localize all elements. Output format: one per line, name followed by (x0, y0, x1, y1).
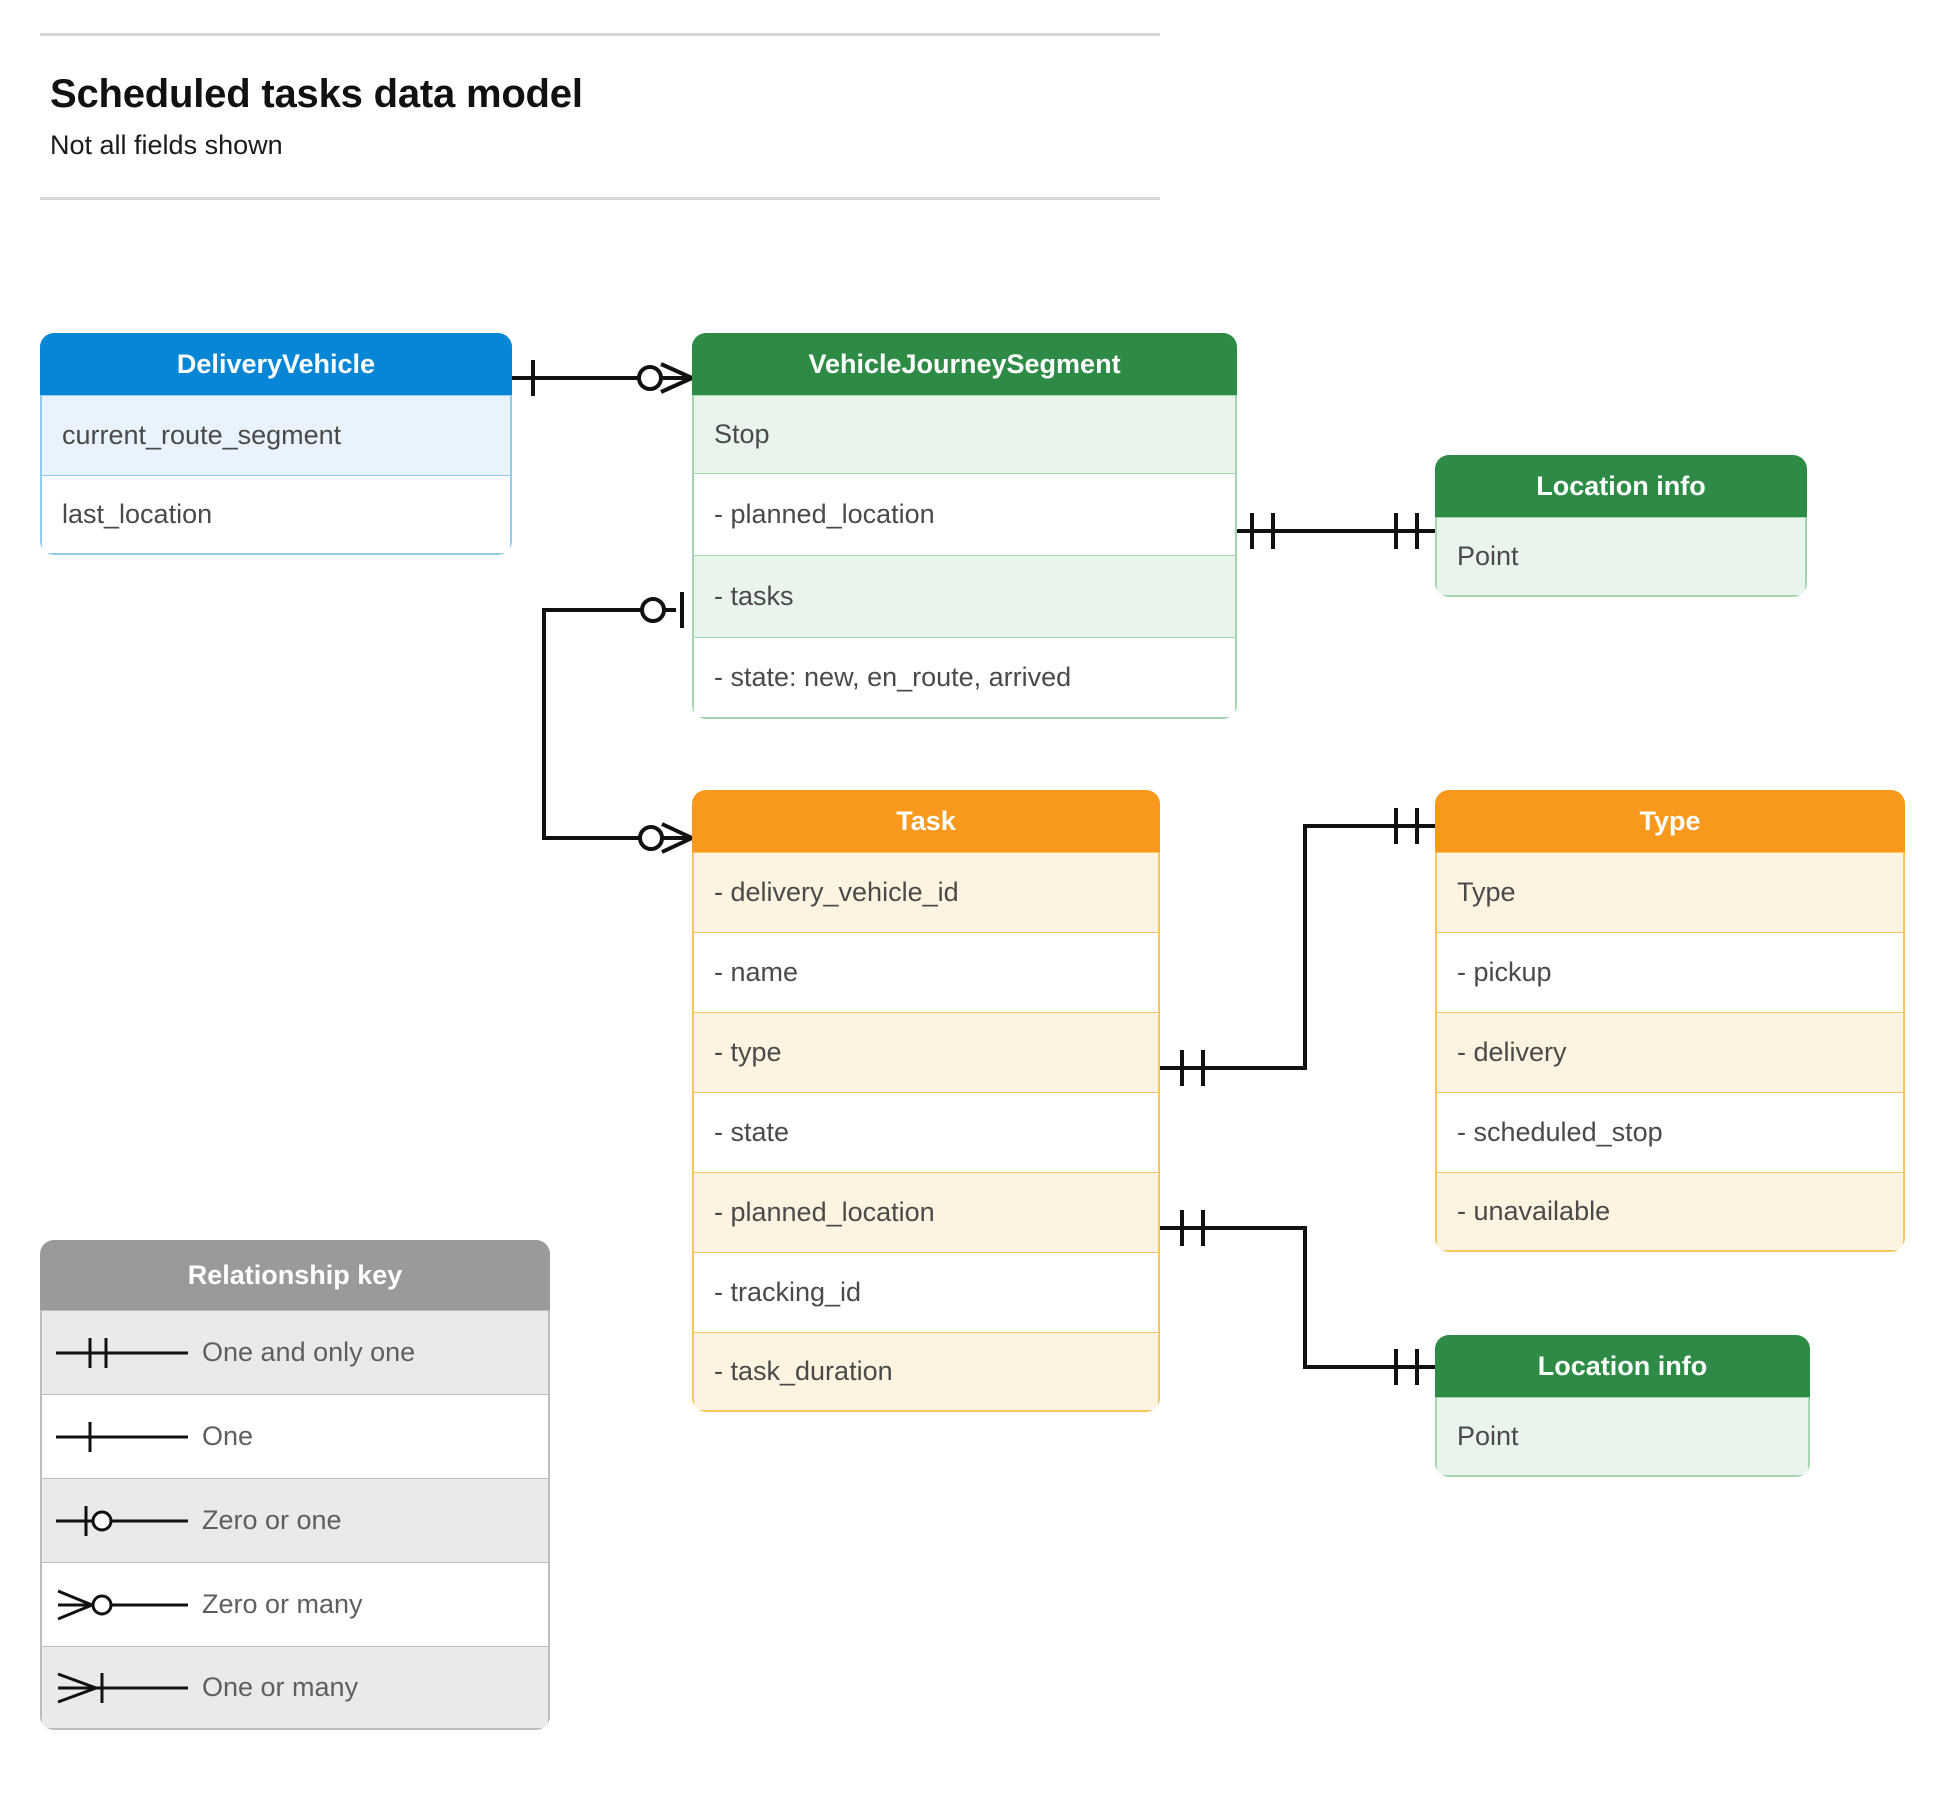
entity-type-row-4: - unavailable (1435, 1172, 1905, 1252)
crow-zero-circle-tasks (640, 597, 666, 623)
entity-location-info-bottom-title: Location info (1435, 1335, 1810, 1397)
entity-task-row-0: - delivery_vehicle_id (692, 852, 1160, 932)
legend-relationship-key[interactable]: Relationship key One and only one (40, 1240, 550, 1730)
entity-location-info-top[interactable]: Location info Point (1435, 455, 1807, 597)
entity-task-row-2: - type (692, 1012, 1160, 1092)
entity-type-row-1: - pickup (1435, 932, 1905, 1012)
legend-title: Relationship key (40, 1240, 550, 1310)
legend-item-one-or-many: One or many (40, 1646, 550, 1730)
zero-or-one-icon (42, 1501, 202, 1541)
entity-type-title: Type (1435, 790, 1905, 852)
legend-item-zero-or-one: Zero or one (40, 1478, 550, 1562)
crow-foot-task (661, 822, 693, 854)
entity-task-row-1: - name (692, 932, 1160, 1012)
entity-type-row-0: Type (1435, 852, 1905, 932)
wire-vjs-tasks-task (542, 608, 676, 840)
entity-delivery-vehicle-row-1: last_location (40, 475, 512, 555)
entity-type[interactable]: Type Type - pickup - delivery - schedule… (1435, 790, 1905, 1252)
header-divider-top (40, 33, 1160, 36)
wire-task-type (1160, 824, 1435, 1070)
wire-task-locationinfo-bottom (1160, 1226, 1435, 1369)
entity-vehicle-journey-segment-title: VehicleJourneySegment (692, 333, 1237, 395)
legend-item-label: One and only one (202, 1337, 416, 1367)
header-divider-bottom (40, 197, 1160, 200)
page-subtitle: Not all fields shown (50, 130, 283, 160)
one-and-only-one-icon (42, 1333, 202, 1373)
zero-or-many-icon (42, 1585, 202, 1625)
entity-vehicle-journey-segment[interactable]: VehicleJourneySegment Stop - planned_loc… (692, 333, 1237, 719)
entity-vehicle-journey-segment-row-3: - state: new, en_route, arrived (692, 637, 1237, 719)
legend-item-label: One or many (202, 1672, 359, 1702)
one-icon (42, 1417, 202, 1457)
entity-task-row-6: - task_duration (692, 1332, 1160, 1412)
entity-type-row-3: - scheduled_stop (1435, 1092, 1905, 1172)
entity-task-title: Task (692, 790, 1160, 852)
entity-task[interactable]: Task - delivery_vehicle_id - name - type… (692, 790, 1160, 1412)
entity-vehicle-journey-segment-row-2: - tasks (692, 555, 1237, 637)
crow-zero-circle-task (638, 825, 664, 851)
legend-item-one: One (40, 1394, 550, 1478)
legend-item-label: Zero or one (202, 1505, 342, 1535)
legend-item-label: Zero or many (202, 1589, 363, 1619)
entity-vehicle-journey-segment-row-0: Stop (692, 395, 1237, 473)
entity-delivery-vehicle-row-0: current_route_segment (40, 395, 512, 475)
entity-location-info-bottom[interactable]: Location info Point (1435, 1335, 1810, 1477)
legend-item-label: One (202, 1421, 254, 1451)
entity-location-info-top-title: Location info (1435, 455, 1807, 517)
legend-item-zero-or-many: Zero or many (40, 1562, 550, 1646)
entity-type-row-2: - delivery (1435, 1012, 1905, 1092)
entity-task-row-4: - planned_location (692, 1172, 1160, 1252)
entity-vehicle-journey-segment-row-1: - planned_location (692, 473, 1237, 555)
one-or-many-icon (42, 1668, 202, 1708)
entity-location-info-top-row-0: Point (1435, 517, 1807, 597)
entity-delivery-vehicle-title: DeliveryVehicle (40, 333, 512, 395)
entity-task-row-3: - state (692, 1092, 1160, 1172)
entity-task-row-5: - tracking_id (692, 1252, 1160, 1332)
crow-foot-vjs (660, 362, 693, 394)
crow-zero-circle-vjs (637, 365, 663, 391)
entity-location-info-bottom-row-0: Point (1435, 1397, 1810, 1477)
page-title: Scheduled tasks data model (50, 72, 583, 116)
entity-delivery-vehicle[interactable]: DeliveryVehicle current_route_segment la… (40, 333, 512, 555)
legend-item-one-and-only-one: One and only one (40, 1310, 550, 1394)
